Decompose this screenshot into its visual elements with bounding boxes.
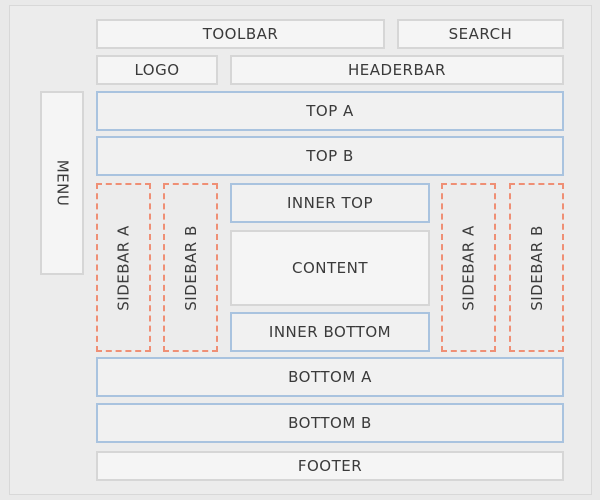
left-sidebar-a-region: SIDEBAR A [96, 183, 151, 352]
right-sidebar-a-label: SIDEBAR A [459, 224, 478, 311]
inner-top-label: INNER TOP [286, 194, 374, 212]
footer-region: FOOTER [96, 451, 564, 481]
top-b-label: TOP B [306, 147, 354, 165]
top-b-region: TOP B [96, 136, 564, 176]
inner-top-region: INNER TOP [230, 183, 430, 223]
content-region: CONTENT [230, 230, 430, 306]
headerbar-label: HEADERBAR [348, 61, 446, 79]
search-region: SEARCH [397, 19, 564, 49]
right-sidebar-a-region: SIDEBAR A [441, 183, 496, 352]
content-label: CONTENT [291, 259, 369, 277]
headerbar-region: HEADERBAR [230, 55, 564, 85]
footer-label: FOOTER [297, 457, 363, 475]
bottom-b-region: BOTTOM B [96, 403, 564, 443]
inner-bottom-region: INNER BOTTOM [230, 312, 430, 352]
menu-label: MENU [53, 159, 71, 207]
menu-region: MENU [40, 91, 84, 275]
bottom-a-region: BOTTOM A [96, 357, 564, 397]
left-sidebar-b-label: SIDEBAR B [181, 224, 200, 311]
toolbar-region: TOOLBAR [96, 19, 385, 49]
right-sidebar-b-region: SIDEBAR B [509, 183, 564, 352]
left-sidebar-b-region: SIDEBAR B [163, 183, 218, 352]
top-a-label: TOP A [306, 102, 354, 120]
toolbar-label: TOOLBAR [202, 25, 279, 43]
inner-bottom-label: INNER BOTTOM [268, 323, 392, 341]
search-label: SEARCH [448, 25, 513, 43]
top-a-region: TOP A [96, 91, 564, 131]
bottom-a-label: BOTTOM A [288, 368, 372, 386]
bottom-b-label: BOTTOM B [288, 414, 372, 432]
left-sidebar-a-label: SIDEBAR A [114, 224, 133, 311]
right-sidebar-b-label: SIDEBAR B [527, 224, 546, 311]
logo-label: LOGO [134, 61, 180, 79]
logo-region: LOGO [96, 55, 218, 85]
